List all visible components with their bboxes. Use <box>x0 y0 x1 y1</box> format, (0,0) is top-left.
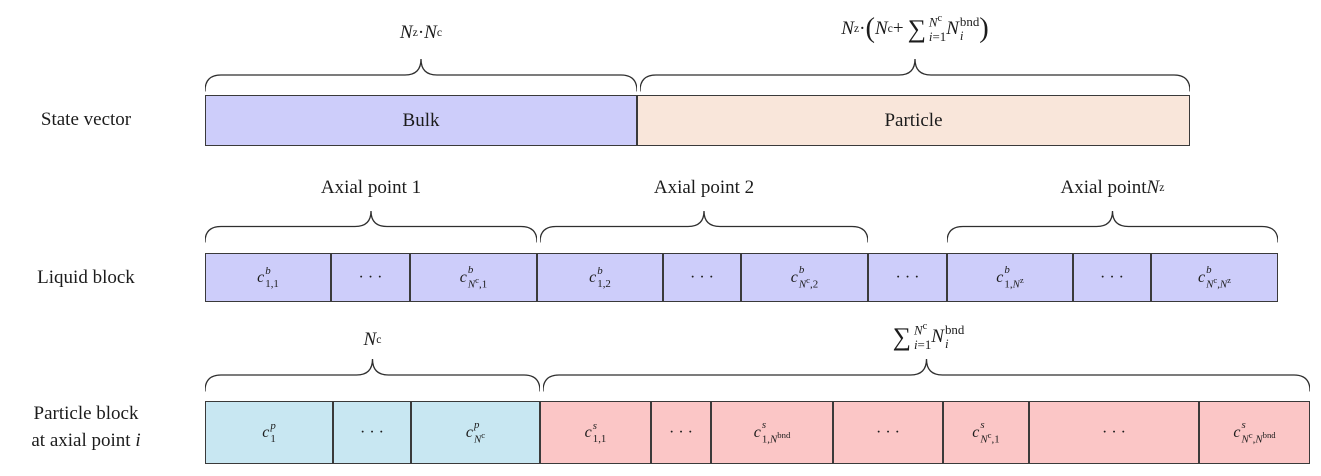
brace-bulk <box>205 58 637 92</box>
liquid-cell-dots-8: · · · <box>1073 253 1151 302</box>
row-label-particle-block-line1: Particle block <box>33 403 139 424</box>
liquid-cell-dots-6: · · · <box>868 253 947 302</box>
row-label-particle-block-line2: at axial point i <box>31 430 141 451</box>
particle-cell-dots-4: · · · <box>651 401 711 464</box>
liquid-cell-dots-1: · · · <box>331 253 410 302</box>
brace-axial-point-nz <box>947 210 1278 243</box>
row-label-state-vector: State vector <box>40 109 132 130</box>
liquid-cell-dots-4: · · · <box>663 253 741 302</box>
particle-cell-dots-8: · · · <box>1029 401 1199 464</box>
brace-nc <box>205 358 540 392</box>
state-vector-bulk-segment: Bulk <box>205 95 637 146</box>
particle-cell-dots-1: · · · <box>333 401 411 464</box>
brace-axial-point-2 <box>540 210 868 243</box>
row-label-liquid-block: Liquid block <box>37 267 135 288</box>
particle-cell-dots-6: · · · <box>833 401 943 464</box>
brace-label-axial-point-2: Axial point 2 <box>653 177 755 198</box>
brace-sum-nbnd <box>543 358 1310 392</box>
brace-label-axial-point-1: Axial point 1 <box>320 177 422 198</box>
brace-particle <box>640 58 1190 92</box>
brace-axial-point-1 <box>205 210 537 243</box>
state-vector-particle-segment: Particle <box>637 95 1190 146</box>
